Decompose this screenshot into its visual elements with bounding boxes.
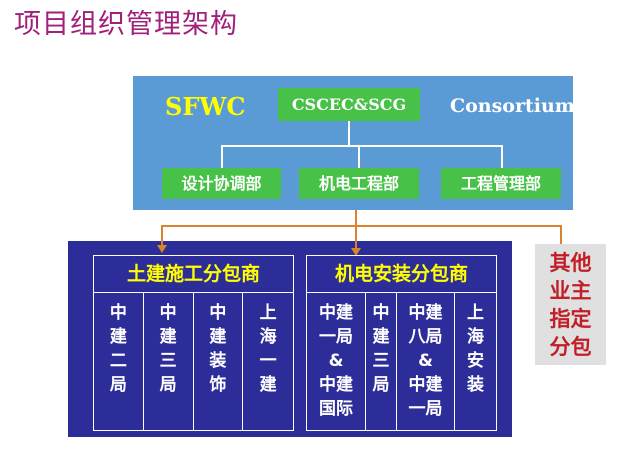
civil-company-column: 中 建 二 局 [94, 293, 144, 431]
company-name-line: 一局 [408, 399, 443, 419]
company-name-char: 中 [159, 303, 177, 323]
mep-group-title: 机电安装分包商 [307, 256, 496, 293]
page-title: 项目组织管理架构 [14, 9, 238, 40]
company-name-char: 局 [372, 375, 390, 395]
company-name-line: 中建 [408, 303, 443, 323]
arrow-down-icon [157, 245, 167, 253]
owner-designated-subcontractor-box: 其他 业主 指定 分包 [535, 244, 606, 365]
company-name-char: 海 [259, 327, 277, 347]
dept-engineering-management: 工程管理部 [441, 168, 561, 199]
company-name-char: 建 [209, 327, 227, 347]
company-name-char: 中 [209, 303, 227, 323]
company-name-line: 八局 [408, 327, 443, 347]
cscec-scg-box: CSCEC&SCG [278, 88, 420, 121]
company-name-line: 中建 [408, 375, 443, 395]
mep-company-column: 中 建 三 局 [366, 293, 397, 431]
company-name-char: 中 [372, 303, 390, 323]
company-name-char: 建 [159, 327, 177, 347]
mep-company-column: 中建 一局 & 中建 国际 [307, 293, 366, 431]
company-name-line: 中建 [319, 375, 353, 395]
arrow-down-icon [351, 248, 361, 256]
company-name-char: 三 [159, 351, 177, 371]
company-name-char: 装 [209, 351, 227, 371]
company-name-char: 建 [259, 375, 277, 395]
company-name-char: 三 [372, 351, 390, 371]
mep-company-column: 上 海 安 装 [455, 293, 496, 431]
company-name-char: 海 [467, 327, 484, 347]
company-name-line: & [418, 351, 433, 371]
connector-line [221, 145, 223, 169]
other-label-line: 分包 [549, 335, 592, 359]
connector-line [161, 225, 562, 227]
company-name-char: 二 [109, 351, 127, 371]
civil-group-title: 土建施工分包商 [94, 256, 293, 293]
dept-mep-engineering: 机电工程部 [299, 168, 419, 199]
connector-line [501, 145, 503, 169]
mep-company-column: 中建 八局 & 中建 一局 [397, 293, 455, 431]
connector-line [161, 225, 163, 247]
company-name-char: 中 [109, 303, 127, 323]
civil-company-column: 中 建 三 局 [144, 293, 194, 431]
company-name-char: 上 [259, 303, 277, 323]
company-name-line: 中建 [319, 303, 353, 323]
connector-line [358, 145, 360, 169]
connector-line [221, 145, 503, 147]
dept-design-coordination: 设计协调部 [162, 168, 281, 199]
company-name-char: 建 [372, 327, 390, 347]
company-name-line: 一局 [319, 327, 353, 347]
company-name-char: 上 [467, 303, 484, 323]
company-name-char: 局 [159, 375, 177, 395]
company-name-line: 国际 [319, 399, 353, 419]
company-name-char: 饰 [209, 375, 227, 395]
connector-line [560, 225, 562, 245]
consortium-label: Consortium [450, 95, 575, 117]
company-name-char: 一 [259, 351, 277, 371]
civil-subcontractor-group: 土建施工分包商 中 建 二 局 中 建 三 局 中 建 装 饰 上 海 一 建 [93, 255, 294, 431]
mep-subcontractor-group: 机电安装分包商 中建 一局 & 中建 国际 中 建 三 局 中建 八局 & 中建… [306, 255, 497, 431]
subcontractor-panel [68, 241, 512, 437]
company-name-char: 装 [467, 375, 484, 395]
sfwc-label: SFWC [165, 92, 246, 121]
company-name-char: 安 [467, 351, 484, 371]
other-label-line: 其他 [549, 251, 592, 275]
other-label-line: 业主 [549, 279, 592, 303]
company-name-char: 局 [109, 375, 127, 395]
company-name-line: & [328, 351, 344, 371]
other-label-line: 指定 [549, 307, 592, 331]
civil-company-column: 上 海 一 建 [243, 293, 293, 431]
connector-line [355, 210, 357, 250]
company-name-char: 建 [109, 327, 127, 347]
civil-company-column: 中 建 装 饰 [194, 293, 244, 431]
connector-line [348, 121, 350, 146]
